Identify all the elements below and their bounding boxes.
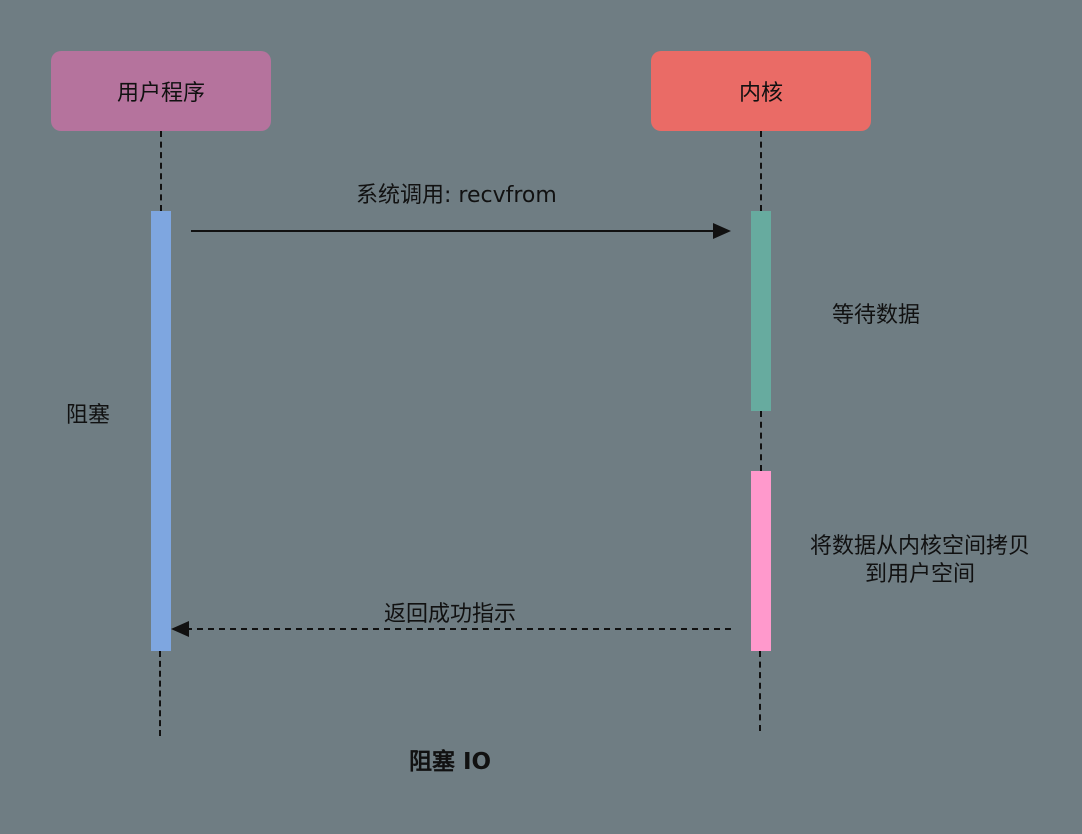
return-arrow: [171, 621, 731, 637]
user-program-box: 用户程序: [51, 51, 271, 131]
user-lifeline-bottom: [159, 651, 161, 736]
kernel-lifeline-top: [760, 131, 762, 211]
kernel-lifeline-bottom: [759, 651, 761, 731]
kernel-lifeline-middle: [760, 411, 762, 471]
user-program-label: 用户程序: [116, 81, 205, 106]
user-lifeline-top: [160, 131, 162, 211]
kernel-wait-activation-bar: [751, 211, 771, 411]
call-message-label: 系统调用: recvfrom: [356, 183, 557, 208]
blocked-note: 阻塞: [66, 403, 111, 428]
diagram-caption: 阻塞 IO: [408, 749, 492, 775]
kernel-label: 内核: [738, 81, 783, 106]
waiting-note: 等待数据: [832, 303, 921, 328]
user-activation-bar: [151, 211, 171, 651]
copy-note: 将数据从内核空间拷贝到用户空间: [809, 534, 1030, 587]
kernel-box: 内核: [651, 51, 871, 131]
return-message-label: 返回成功指示: [384, 602, 517, 627]
kernel-copy-activation-bar: [751, 471, 771, 651]
call-arrow: [191, 223, 731, 239]
